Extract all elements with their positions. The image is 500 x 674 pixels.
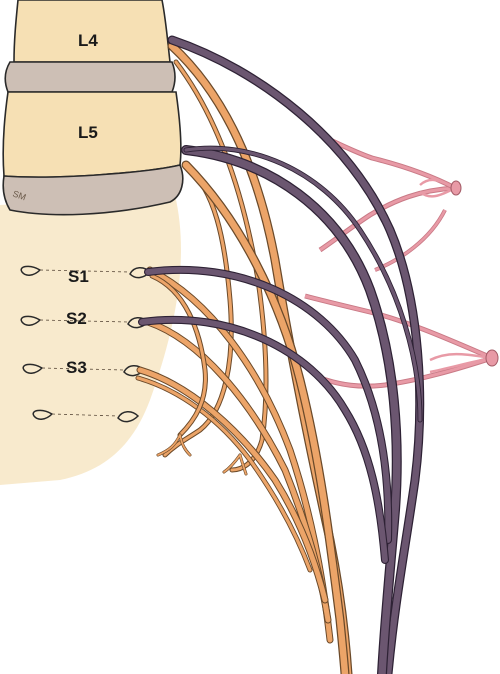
vessel-lower-end — [485, 349, 499, 367]
sacral-segment-lines — [39, 269, 131, 417]
vessel-upper-end — [450, 180, 462, 196]
label-s2: S2 — [66, 309, 87, 328]
sacrum — [0, 195, 181, 485]
label-l5: L5 — [78, 123, 98, 142]
label-s1: S1 — [68, 267, 89, 286]
purple-nerve-bundle — [138, 35, 425, 674]
gluteal-vessel-lower — [304, 209, 493, 389]
foramen-right-4 — [117, 411, 140, 423]
label-s3: S3 — [66, 358, 87, 377]
orange-nerve-bundle — [135, 41, 353, 674]
artist-signature: SM — [11, 188, 27, 202]
label-l4: L4 — [78, 31, 98, 50]
disc-l5-s1 — [2, 164, 184, 216]
disc-l4-l5 — [4, 61, 176, 93]
